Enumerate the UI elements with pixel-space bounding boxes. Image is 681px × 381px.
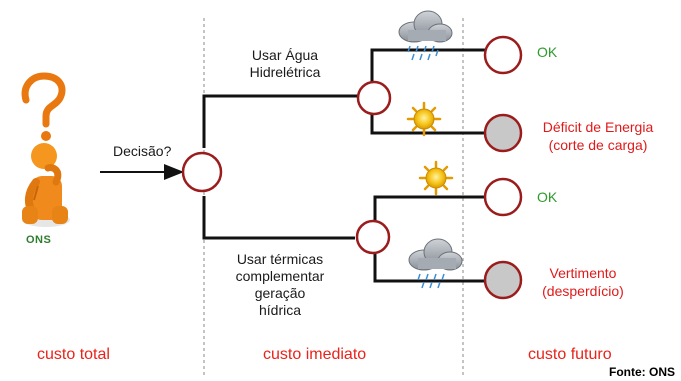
thermal-node (355, 219, 391, 255)
hydro-branch-label: Usar Água Hidrelétrica (249, 47, 321, 80)
outcome-node-spill (483, 260, 523, 300)
decision-label: Decisão? (113, 143, 172, 159)
thermal-branch-label: Usar térmicas complementar geração hídri… (235, 251, 325, 318)
main-branch-lines (202, 94, 360, 240)
question-mark-icon (21, 72, 66, 141)
outcome-ok-label: OK (537, 44, 558, 60)
upper-subbranch-lines (370, 48, 487, 135)
outcome-node-ok-2 (483, 177, 523, 217)
outcome-spill-label: Vertimento (desperdício) (542, 265, 624, 299)
outcome-deficit-label: Déficit de Energia (corte de carga) (542, 119, 654, 153)
outcome-ok-label: OK (537, 189, 558, 205)
decision-node (181, 151, 223, 193)
rain-cloud-icon (398, 10, 453, 61)
thinking-person-icon (22, 143, 70, 227)
section-immediate-cost: custo imediato (263, 346, 367, 363)
sun-icon (406, 101, 442, 137)
rain-cloud-icon (408, 238, 463, 289)
ons-logo: ONS (26, 234, 52, 246)
sun-icon (418, 160, 454, 196)
section-future-cost: custo futuro (528, 346, 612, 363)
outcome-node-deficit (483, 113, 523, 153)
section-total-cost: custo total (37, 346, 110, 363)
hydro-node (356, 80, 392, 116)
outcome-node-ok-1 (483, 35, 523, 75)
source-credit: Fonte: ONS (609, 365, 675, 379)
lower-subbranch-lines (373, 195, 487, 283)
